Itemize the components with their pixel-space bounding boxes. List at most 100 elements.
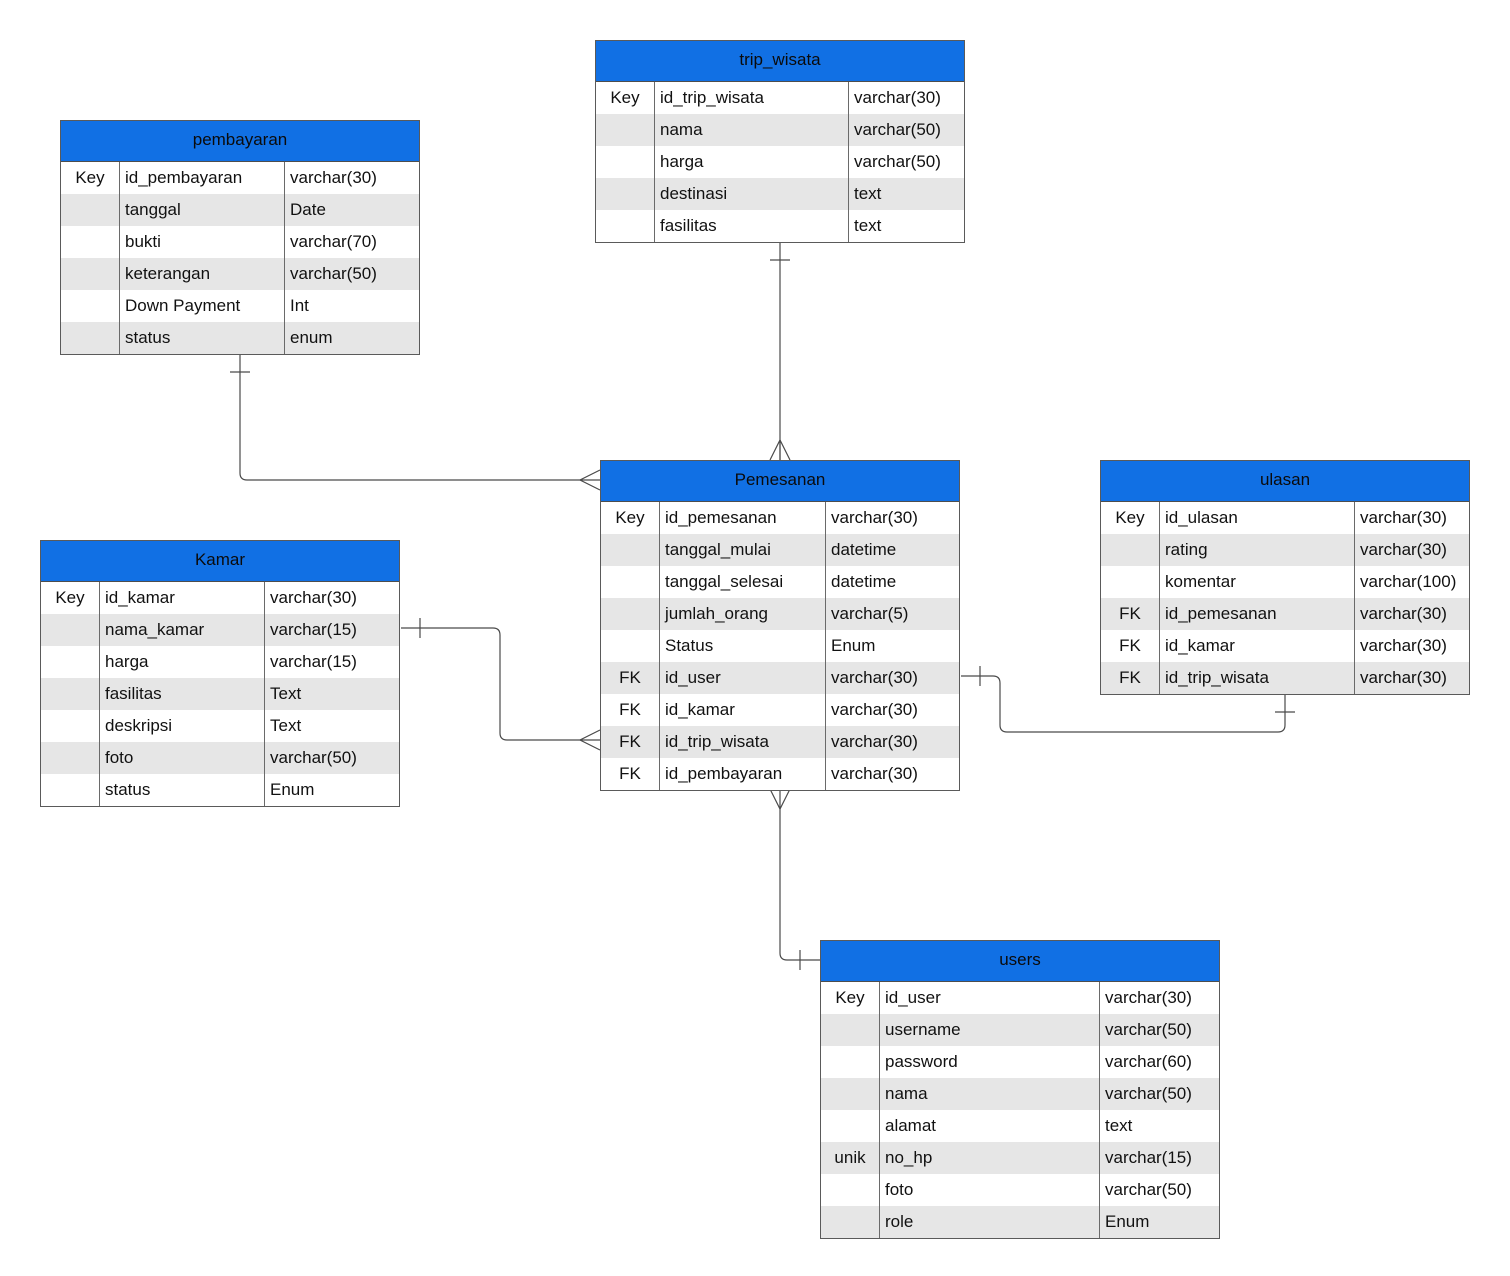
attribute-name: id_trip_wisata: [1160, 662, 1355, 694]
attribute-key: [61, 258, 120, 290]
relationship-kamar-pemesanan: [401, 627, 600, 741]
attribute-key: [601, 598, 660, 630]
attribute-name: tanggal: [120, 194, 285, 226]
attribute-type: Text: [270, 716, 302, 735]
attribute-key: [1101, 566, 1160, 598]
attribute-name: foto: [100, 742, 265, 774]
attribute-name: username: [880, 1014, 1100, 1046]
attribute-type: datetime: [831, 572, 897, 591]
attribute-name: destinasi: [655, 178, 849, 210]
attribute-type: text: [854, 184, 882, 203]
attribute-row[interactable]: foto varchar(50): [41, 742, 399, 774]
attribute-key: FK: [1101, 598, 1160, 630]
entity-title: ulasan: [1101, 461, 1469, 502]
attribute-name: password: [880, 1046, 1100, 1078]
attribute-name: Status: [660, 630, 826, 662]
attribute-name: id_kamar: [100, 582, 265, 614]
attribute-type: Text: [270, 684, 302, 703]
relationship-pemesanan-users: [779, 789, 820, 961]
attribute-key: [596, 114, 655, 146]
attribute-type: varchar(30): [270, 588, 357, 607]
attribute-type: varchar(30): [290, 168, 377, 187]
attribute-key: Key: [596, 82, 655, 114]
attribute-key: [41, 678, 100, 710]
attribute-name: id_pembayaran: [660, 758, 826, 790]
attribute-name: id_ulasan: [1160, 502, 1355, 534]
attribute-key: [61, 322, 120, 354]
attribute-name: komentar: [1160, 566, 1355, 598]
attribute-name: id_pemesanan: [1160, 598, 1355, 630]
attribute-type: varchar(50): [270, 748, 357, 767]
attribute-name: rating: [1160, 534, 1355, 566]
attribute-name: bukti: [120, 226, 285, 258]
attribute-name: status: [100, 774, 265, 806]
attribute-name: no_hp: [880, 1142, 1100, 1174]
entity-title: Pemesanan: [601, 461, 959, 502]
attribute-name: nama: [880, 1078, 1100, 1110]
attribute-name: status: [120, 322, 285, 354]
attribute-type: datetime: [831, 540, 897, 559]
attribute-row[interactable]: destinasi text: [596, 178, 964, 210]
attribute-row[interactable]: rating varchar(30): [1101, 534, 1469, 566]
attribute-key: Key: [821, 982, 880, 1014]
attribute-type: varchar(30): [831, 700, 918, 719]
attribute-key: Key: [601, 502, 660, 534]
attribute-type: text: [854, 216, 882, 235]
attribute-type: varchar(30): [1360, 668, 1447, 687]
attribute-key: [821, 1206, 880, 1238]
attribute-key: Key: [41, 582, 100, 614]
attribute-type: varchar(30): [1360, 636, 1447, 655]
entity-title: Kamar: [41, 541, 399, 582]
attribute-key: [1101, 534, 1160, 566]
attribute-key: FK: [601, 726, 660, 758]
attribute-key: [601, 534, 660, 566]
attribute-type: varchar(100): [1360, 572, 1457, 591]
attribute-name: id_user: [880, 982, 1100, 1014]
attribute-type: varchar(30): [1360, 540, 1447, 559]
attribute-row[interactable]: komentar varchar(100): [1101, 566, 1469, 598]
